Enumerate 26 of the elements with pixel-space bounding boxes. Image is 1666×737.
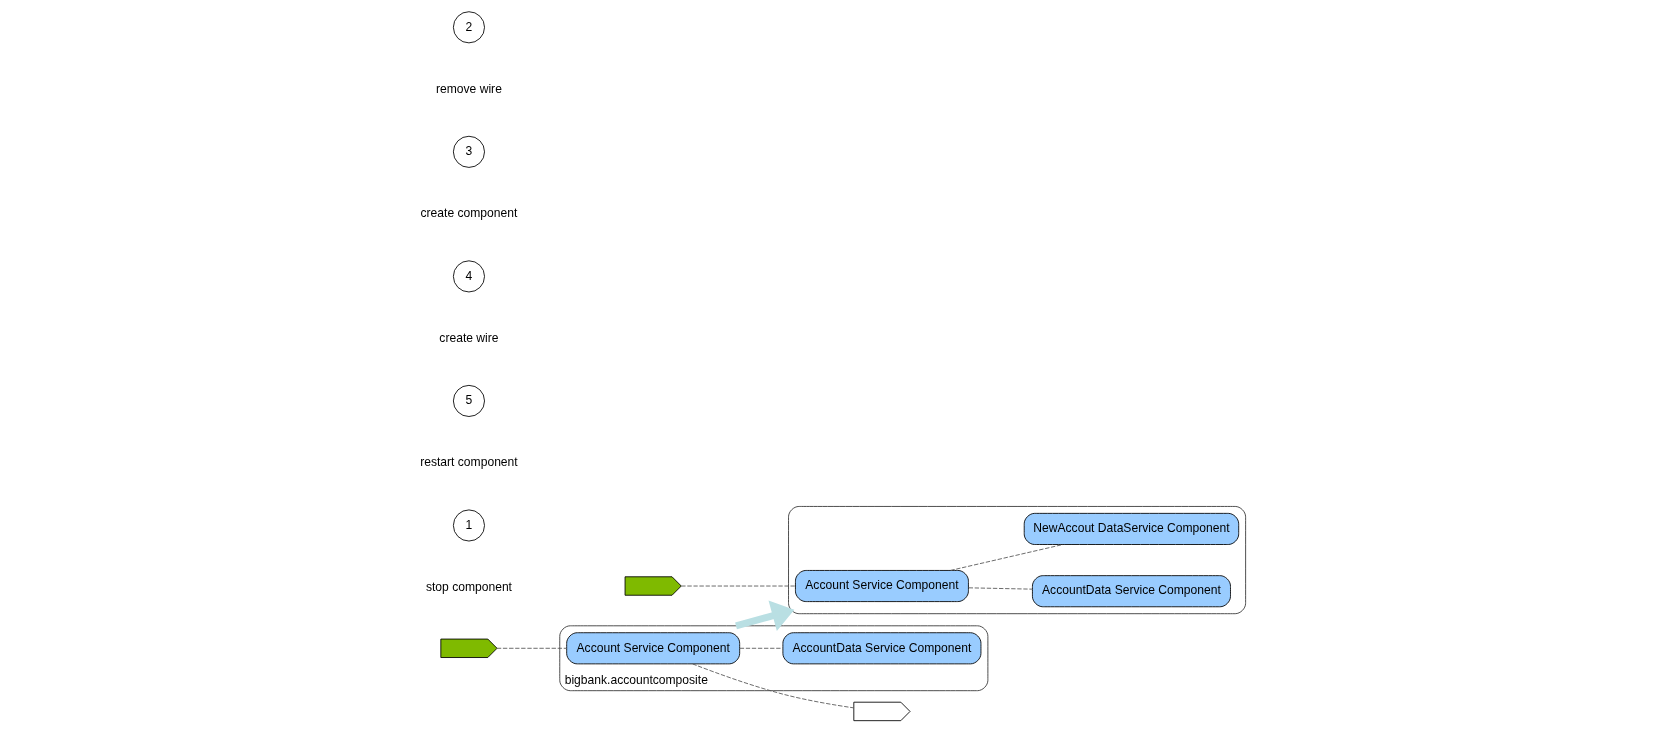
label: 3 xyxy=(465,144,472,159)
node-box: AccountData Service Component xyxy=(1031,575,1231,608)
connector xyxy=(967,587,1032,590)
node-chevron xyxy=(439,638,497,658)
label: create wire xyxy=(438,330,499,345)
connector xyxy=(949,544,1063,571)
label: restart component xyxy=(419,455,518,470)
connector xyxy=(691,663,854,709)
node-box: Account Service Component xyxy=(565,632,740,665)
label: 5 xyxy=(465,393,472,408)
connector xyxy=(738,647,783,649)
node-chevron xyxy=(852,701,910,722)
label: 1 xyxy=(465,517,472,532)
connector xyxy=(496,647,567,649)
node-chevron xyxy=(624,576,682,596)
label: 4 xyxy=(465,268,472,283)
node-box: Account Service Component xyxy=(794,570,969,602)
label: 2 xyxy=(465,19,472,34)
node-box: NewAccout DataService Component xyxy=(1023,512,1239,545)
node-box: AccountData Service Component xyxy=(781,632,981,665)
label: remove wire xyxy=(435,81,502,96)
label: create component xyxy=(420,206,517,221)
connector xyxy=(680,585,796,587)
label: stop component xyxy=(425,579,512,594)
arrow xyxy=(734,600,794,631)
cluster xyxy=(787,506,1246,615)
